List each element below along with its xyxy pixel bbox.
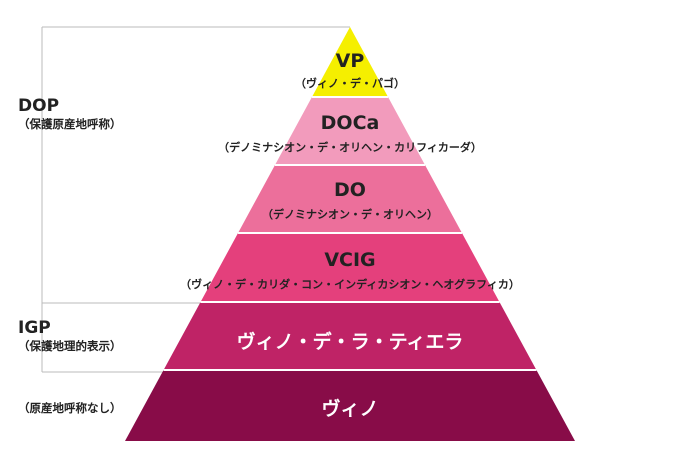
igp-label: IGP （保護地理的表示） — [18, 318, 122, 354]
tier-doca-name: DOCa — [320, 112, 380, 134]
dop-bracket — [41, 26, 350, 372]
dop-label: DOP （保護原産地呼称） — [18, 96, 122, 132]
tier-vcig-band — [200, 233, 500, 302]
tier-vdlt-band — [163, 302, 537, 370]
igp-subtitle: （保護地理的表示） — [18, 339, 122, 353]
tier-doca-subtitle: （デノミナシオン・デ・オリヘン・カリフィカーダ） — [218, 141, 482, 154]
no-designation-subtitle: （原産地呼称なし） — [18, 401, 122, 415]
tier-do-name: DO — [334, 179, 366, 201]
tier-vcig-subtitle: （ヴィノ・デ・カリダ・コン・インディカシオン・ヘオグラフィカ） — [180, 278, 520, 291]
dop-title: DOP — [18, 96, 60, 116]
tier-do-band — [238, 165, 462, 233]
tier-do-subtitle: （デノミナシオン・デ・オリヘン） — [262, 208, 438, 221]
tier-vdlt-name: ヴィノ・デ・ラ・ティエラ — [236, 331, 464, 353]
tier-separators — [163, 96, 537, 371]
tier-vp-band — [311, 27, 389, 97]
tier-doca-band — [275, 97, 425, 165]
igp-bracket — [42, 302, 200, 373]
igp-title: IGP — [18, 318, 51, 338]
dop-subtitle: （保護原産地呼称） — [18, 117, 122, 131]
tier-vp-name: VP — [335, 50, 365, 72]
tier-vp-subtitle: （ヴィノ・デ・パゴ） — [295, 77, 405, 90]
tier-vino-name: ヴィノ — [321, 398, 379, 420]
no-designation-label: （原産地呼称なし） — [18, 400, 122, 416]
tier-vcig-name: VCIG — [324, 249, 376, 271]
tier-vino-band — [125, 370, 575, 441]
